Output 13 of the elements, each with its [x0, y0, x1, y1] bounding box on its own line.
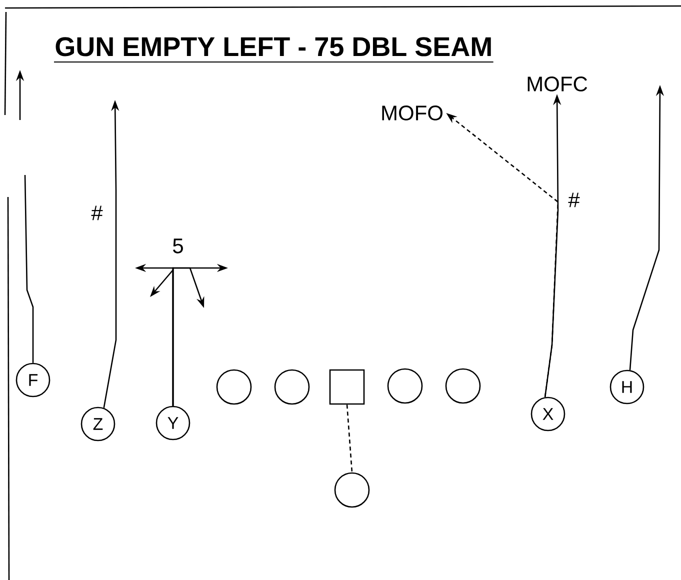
depth-number: 5 [173, 238, 183, 254]
lineman-circle [216, 369, 252, 405]
lineman-circle [445, 368, 481, 404]
hash-mark: # [568, 192, 580, 208]
lineman-circle [387, 368, 423, 404]
center-square [329, 369, 365, 405]
play-title: GUN EMPTY LEFT - 75 DBL SEAM [54, 37, 494, 62]
route-label: MOFC [528, 76, 588, 92]
lineman-circle [274, 369, 310, 405]
hash-mark: # [91, 206, 103, 220]
route-arrow [172, 267, 204, 406]
quarterback-circle [334, 472, 370, 508]
route-label: MOFO [382, 106, 442, 120]
